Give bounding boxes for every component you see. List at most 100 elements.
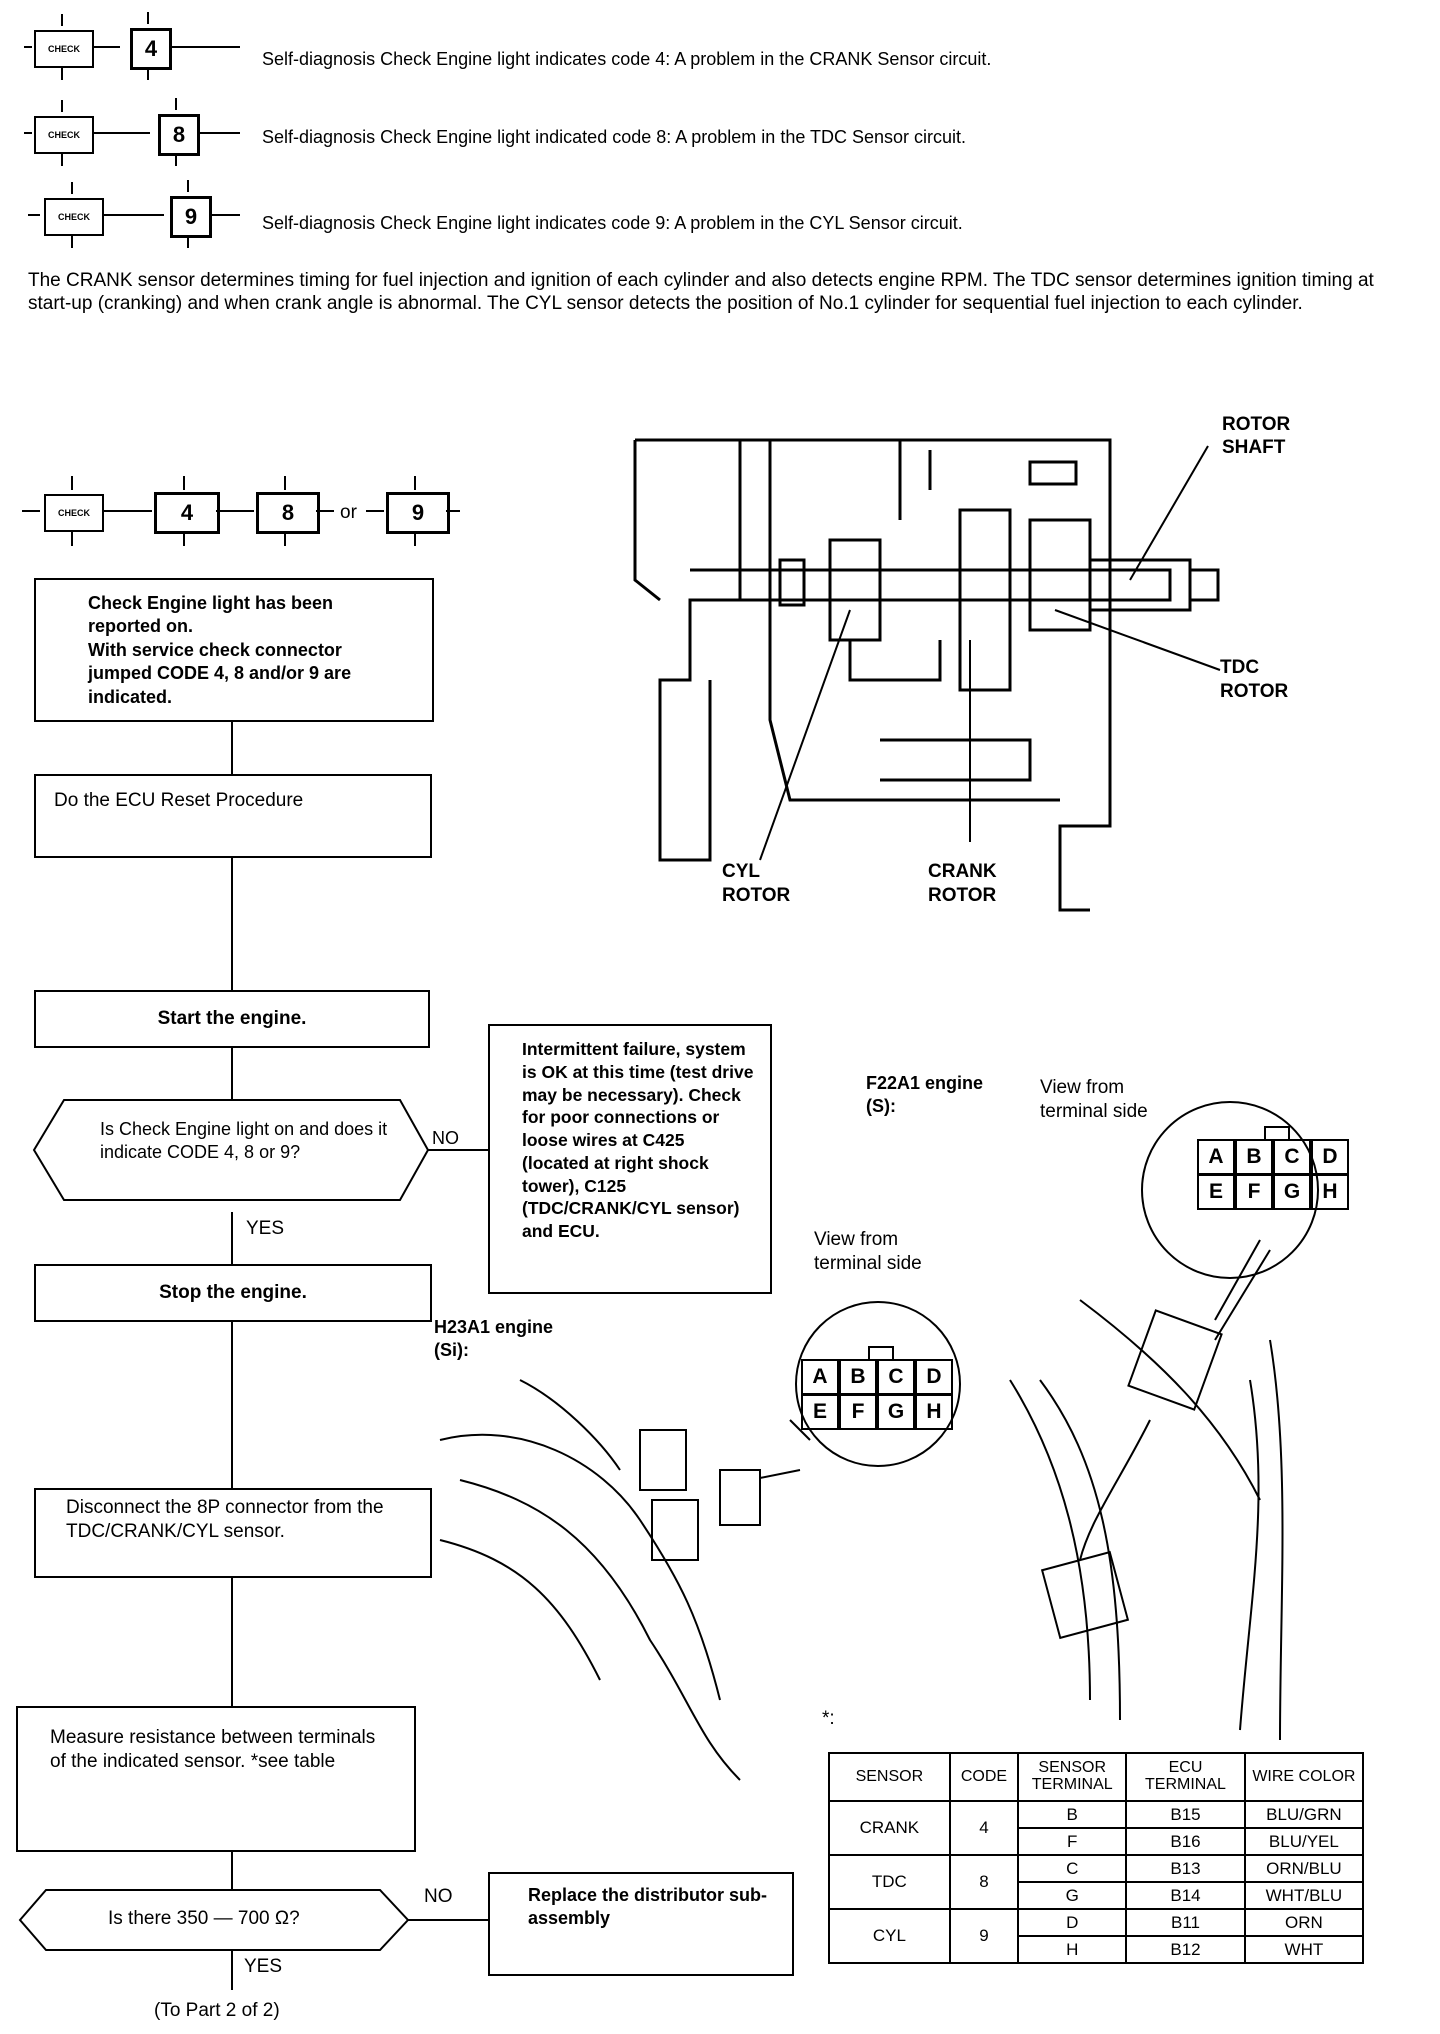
pin-label: A (1197, 1139, 1235, 1175)
table-cell: B14 (1125, 1881, 1246, 1910)
table-cell: B12 (1125, 1935, 1246, 1964)
code-box: 4 (154, 492, 220, 534)
table-cell: H (1017, 1935, 1128, 1964)
decision-check-engine: Is Check Engine light on and does it ind… (100, 1119, 388, 1163)
table-cell: C (1017, 1854, 1128, 1883)
intermittent-text: Intermittent failure, system is OK at th… (522, 1039, 754, 1241)
diagram-leaders (759, 445, 1221, 861)
yes-label: YES (244, 1956, 283, 1977)
pin-label: H (915, 1394, 953, 1430)
crank-rotor-label: CRANK ROTOR (928, 861, 997, 906)
rotor-shaft-label: ROTOR SHAFT (1222, 414, 1291, 458)
intermittent-box: Intermittent failure, system is OK at th… (488, 1024, 772, 1294)
pin-label: G (877, 1394, 915, 1430)
view-from-terminal-label: View from terminal side (1040, 1077, 1148, 1122)
disconnect-text: Disconnect the 8P connector from the TDC… (66, 1497, 384, 1542)
pin-label: E (1197, 1174, 1235, 1210)
pin-label: F (1235, 1174, 1273, 1210)
view-from-terminal-label: View from terminal side (814, 1229, 922, 1274)
check-engine-icon: CHECK (44, 198, 104, 236)
table-row: CRANK 4 B B15 BLU/GRN (828, 1800, 1365, 1856)
table-row: H B12 WHT (829, 1935, 1365, 1964)
pin-label: D (1311, 1139, 1349, 1175)
condition-line-2: With service check connector jumped CODE… (88, 639, 352, 707)
table-header: SENSOR (828, 1752, 951, 1802)
start-engine-box: Start the engine. (34, 990, 430, 1048)
connector-h23a1: A B C D E F G H (801, 1346, 956, 1430)
cyl-rotor-label: CYL ROTOR (722, 861, 791, 906)
table-cell: D (1017, 1908, 1128, 1937)
pin-label: A (801, 1359, 839, 1395)
table-cell: G (1017, 1881, 1128, 1910)
pin-label: D (915, 1359, 953, 1395)
pin-label: G (1273, 1174, 1311, 1210)
table-header: CODE (948, 1752, 1020, 1802)
pin-label: C (1273, 1139, 1311, 1175)
table-cell: WHT (1243, 1935, 1365, 1964)
to-part-2: (To Part 2 of 2) (154, 2000, 280, 2021)
f22a1-label: F22A1 engine (S): (866, 1073, 984, 1117)
disconnect-box: Disconnect the 8P connector from the TDC… (34, 1488, 432, 1578)
table-cell: B16 (1125, 1827, 1246, 1856)
decision-resistance: Is there 350 — 700 Ω? (108, 1908, 300, 1929)
flash-rays (22, 12, 460, 546)
measure-text: Measure resistance between terminals of … (50, 1727, 376, 1772)
ecu-reset-box: Do the ECU Reset Procedure (34, 774, 432, 858)
code-description: Self-diagnosis Check Engine light indica… (262, 127, 967, 147)
table-cell: B13 (1125, 1854, 1246, 1883)
intro-paragraph: The CRANK sensor determines timing for f… (28, 270, 1374, 314)
code-box: 4 (130, 28, 172, 70)
table-cell-sensor: CYL (828, 1908, 951, 1964)
table-cell: B11 (1125, 1908, 1246, 1937)
engine-bay-sketch (439, 1101, 1319, 1781)
pin-label: H (1311, 1174, 1349, 1210)
table-cell: ORN/BLU (1243, 1854, 1365, 1883)
table-cell: BLU/GRN (1243, 1800, 1365, 1829)
code-box: 8 (158, 114, 200, 156)
h23a1-label: H23A1 engine (Si): (434, 1317, 554, 1361)
table-row: CYL 9 D B11 ORN (828, 1908, 1365, 1964)
ecu-reset-text: Do the ECU Reset Procedure (54, 790, 304, 811)
pin-label: F (839, 1394, 877, 1430)
table-note: *: (822, 1708, 835, 1729)
code-box: 8 (256, 492, 320, 534)
condition-line-1: Check Engine light has been reported on. (88, 593, 334, 637)
replace-box: Replace the distributor sub-assembly (488, 1872, 794, 1976)
table-cell: WHT/BLU (1243, 1881, 1365, 1910)
sensor-table: SENSOR CODE SENSOR TERMINAL ECU TERMINAL… (828, 1752, 1365, 1964)
no-label: NO (424, 1886, 453, 1907)
start-engine-text: Start the engine. (157, 1008, 307, 1029)
table-header: WIRE COLOR (1243, 1752, 1365, 1802)
table-row: F B16 BLU/YEL (829, 1827, 1365, 1856)
pin-label: B (839, 1359, 877, 1395)
tdc-rotor-label: TDC ROTOR (1220, 657, 1289, 702)
table-cell-code: 8 (948, 1854, 1020, 1910)
table-header: ECU TERMINAL (1125, 1752, 1246, 1802)
table-cell: B15 (1125, 1800, 1246, 1829)
check-engine-icon: CHECK (44, 494, 104, 532)
replace-text: Replace the distributor sub-assembly (528, 1885, 768, 1929)
table-row: TDC 8 C B13 ORN/BLU (828, 1854, 1365, 1910)
or-label: or (340, 502, 357, 523)
table-header: SENSOR TERMINAL (1017, 1752, 1128, 1802)
pin-label: B (1235, 1139, 1273, 1175)
code-description: Self-diagnosis Check Engine light indica… (262, 49, 992, 69)
distributor-diagram (633, 438, 1220, 912)
table-cell: ORN (1243, 1908, 1365, 1937)
measure-box: Measure resistance between terminals of … (16, 1706, 416, 1852)
flow-connectors (18, 722, 488, 1990)
table-cell-code: 9 (948, 1908, 1020, 1964)
table-cell-sensor: TDC (828, 1854, 951, 1910)
pin-label: E (801, 1394, 839, 1430)
table-header-row: SENSOR CODE SENSOR TERMINAL ECU TERMINAL… (828, 1752, 1365, 1802)
table-cell: B (1017, 1800, 1128, 1829)
check-engine-icon: CHECK (34, 30, 94, 68)
table-row: G B14 WHT/BLU (829, 1881, 1365, 1910)
table-cell-sensor: CRANK (828, 1800, 951, 1856)
code-box: 9 (170, 196, 212, 238)
code-box: 9 (386, 492, 450, 534)
code-description: Self-diagnosis Check Engine light indica… (262, 213, 963, 233)
condition-box: Check Engine light has been reported on.… (34, 578, 434, 722)
no-label: NO (432, 1128, 459, 1148)
